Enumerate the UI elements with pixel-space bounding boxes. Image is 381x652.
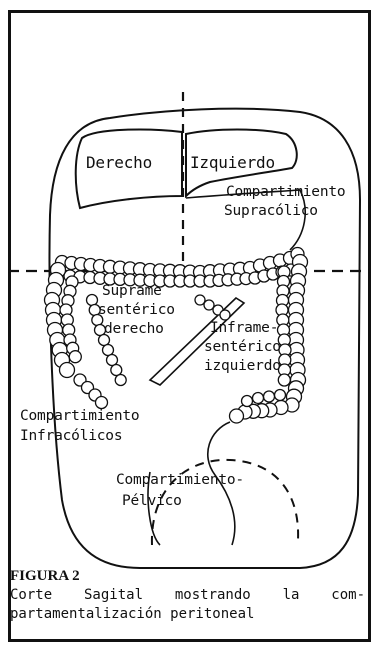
colon-bead: [204, 300, 214, 310]
colon-bead: [69, 351, 81, 363]
figure-caption-line-1: Corte Sagital mostrando la com-: [10, 586, 365, 605]
label-infracolicos-1: Compartimiento: [20, 408, 139, 425]
colon-bead: [103, 345, 114, 356]
colon-bead: [278, 374, 290, 386]
colon-bead: [60, 363, 75, 378]
label-supracolico-2: Supracólico: [224, 203, 318, 220]
label-pelvico-1: Compartimiento-: [116, 472, 244, 489]
colon-bead: [195, 295, 205, 305]
label-izquierdo: Izquierdo: [190, 154, 275, 171]
colon-bead: [230, 409, 244, 423]
colon-bead: [264, 391, 275, 402]
label-supramesenterico-2: sentérico: [98, 302, 175, 319]
label-inframesenterico-3: izquierdo: [204, 358, 281, 375]
figure-caption-line-2: partamentalización peritoneal: [10, 605, 254, 624]
label-inframesenterico-1: Inframe-: [210, 320, 278, 337]
colon-bead: [253, 393, 264, 404]
label-supracolico-1: Compartimiento: [226, 184, 345, 201]
label-supramesenterico-1: Suprame: [102, 283, 162, 300]
colon-bead: [275, 390, 286, 401]
label-infracolicos-2: Infracólicos: [20, 428, 122, 445]
label-inframesenterico-2: sentérico: [204, 339, 281, 356]
label-supramesenterico-3: derecho: [104, 321, 164, 338]
colon-bead: [242, 396, 253, 407]
colon-bead: [96, 397, 108, 409]
colon-bead: [111, 365, 122, 376]
colon-bead: [115, 375, 126, 386]
figure-caption-title: FIGURA 2: [10, 568, 80, 585]
colon-bead: [220, 310, 230, 320]
colon-bead: [87, 295, 98, 306]
label-derecho: Derecho: [86, 154, 152, 171]
label-pelvico-2: Pélvico: [122, 493, 182, 510]
colon-bead: [107, 355, 118, 366]
